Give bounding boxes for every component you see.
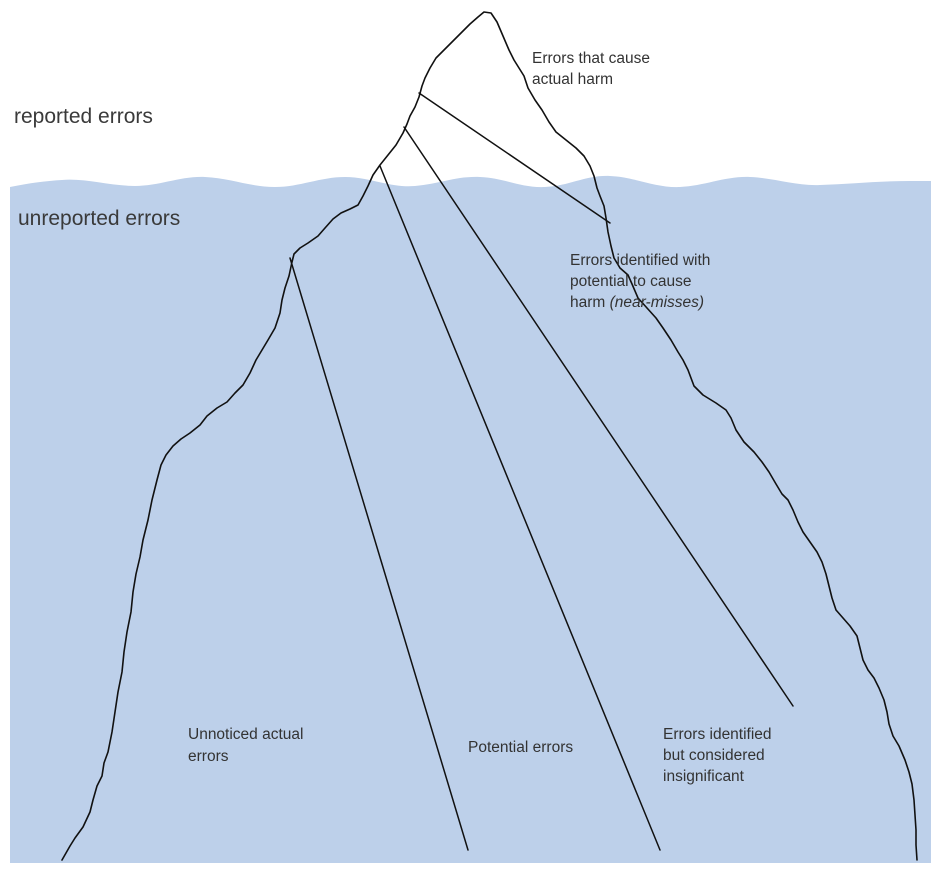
callout-actual-harm: Errors that cause actual harm [532,50,654,88]
callout-near-misses: Errors identified with potential to caus… [570,252,715,311]
callout-unnoticed-errors: Unnoticed actual errors [188,726,308,765]
divider-insignificant [379,165,661,851]
water-area [10,175,931,864]
callout-insignificant-errors: Errors identified but considered insigni… [663,726,776,785]
divider-actual-harm [418,92,611,224]
divider-near-misses [403,126,794,707]
callout-potential-errors: Potential errors [468,739,573,756]
label-reported-errors: reported errors [14,105,153,128]
label-unreported-errors: unreported errors [18,207,180,230]
divider-potential [289,257,469,851]
iceberg-outline [61,11,918,861]
